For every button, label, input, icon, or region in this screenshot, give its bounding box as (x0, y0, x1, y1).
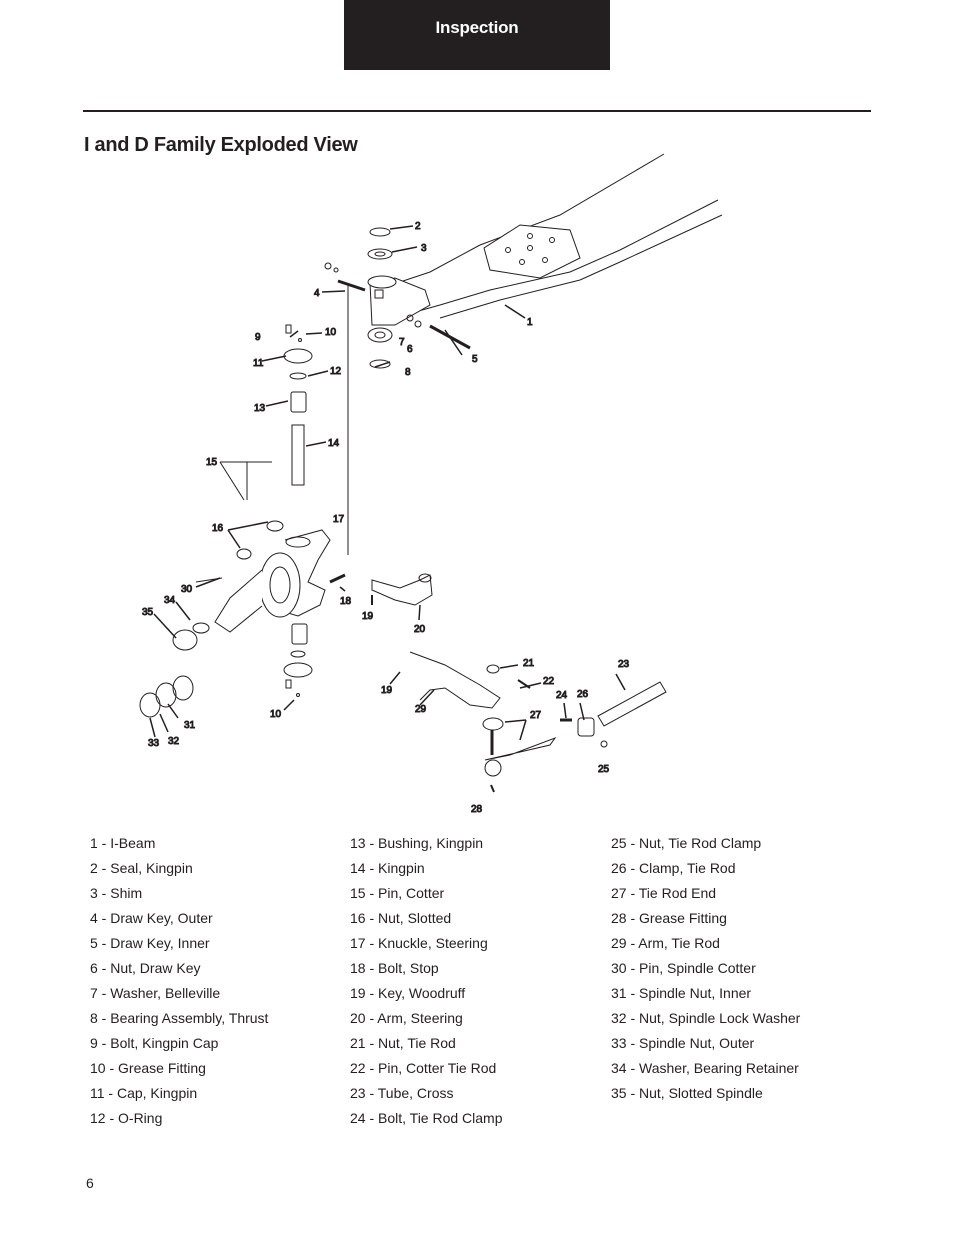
legend-item: 17 - Knuckle, Steering (350, 935, 488, 951)
legend-item: 15 - Pin, Cotter (350, 885, 445, 901)
legend-item: 9 - Bolt, Kingpin Cap (90, 1035, 219, 1051)
callout-3: 3 (421, 243, 427, 254)
legend-item: 35 - Nut, Slotted Spindle (611, 1085, 763, 1101)
callout-31: 31 (184, 720, 196, 731)
legend-item: 5 - Draw Key, Inner (90, 935, 210, 951)
callout-33: 33 (148, 738, 160, 749)
callout-30: 30 (181, 584, 193, 595)
callout-26: 26 (577, 689, 589, 700)
callout-27: 27 (530, 710, 542, 721)
knuckle-drawing (192, 529, 373, 697)
legend-item: 6 - Nut, Draw Key (90, 960, 201, 976)
callout-9: 9 (255, 332, 261, 343)
callout-17: 17 (333, 514, 345, 525)
callout-23: 23 (618, 659, 630, 670)
legend-item: 32 - Nut, Spindle Lock Washer (611, 1010, 801, 1026)
spindle-nuts-drawing (139, 629, 198, 718)
legend-item: 22 - Pin, Cotter Tie Rod (350, 1060, 497, 1076)
legend-item: 24 - Bolt, Tie Rod Clamp (350, 1110, 503, 1126)
callout-6: 6 (407, 344, 413, 355)
i-beam-drawing (347, 153, 723, 555)
callout-21: 21 (523, 658, 535, 669)
callout-18: 18 (340, 596, 352, 607)
page-number: 6 (86, 1175, 94, 1191)
legend-item: 7 - Washer, Belleville (90, 985, 221, 1001)
callout-11: 11 (253, 358, 264, 369)
legend-item: 19 - Key, Woodruff (350, 985, 466, 1001)
legend-item: 16 - Nut, Slotted (350, 910, 452, 926)
legend-item: 27 - Tie Rod End (611, 885, 717, 901)
callout-labels: 1 2 3 4 5 6 7 8 9 10 10 11 12 13 14 15 1… (142, 221, 631, 816)
legend-item: 20 - Arm, Steering (350, 1010, 463, 1026)
callout-7: 7 (399, 337, 405, 348)
callout-22: 22 (543, 676, 555, 687)
steering-arm-drawing (371, 573, 433, 606)
parts-legend-column-2: 13 - Bushing, Kingpin 14 - Kingpin 15 - … (350, 831, 503, 1131)
legend-item: 2 - Seal, Kingpin (90, 860, 193, 876)
callout-29: 29 (415, 704, 427, 715)
callout-25: 25 (598, 764, 610, 775)
legend-item: 18 - Bolt, Stop (350, 960, 439, 976)
legend-item: 13 - Bushing, Kingpin (350, 835, 484, 851)
callout-2: 2 (415, 221, 421, 232)
callout-20: 20 (414, 624, 426, 635)
callout-1: 1 (527, 317, 533, 328)
callout-13: 13 (254, 403, 266, 414)
callout-10-upper: 10 (325, 327, 337, 338)
callout-4: 4 (314, 288, 320, 299)
callout-10-lower: 10 (270, 709, 282, 720)
legend-item: 34 - Washer, Bearing Retainer (611, 1060, 799, 1076)
callout-8: 8 (405, 367, 411, 378)
upper-parts-drawing (219, 227, 471, 560)
legend-item: 8 - Bearing Assembly, Thrust (90, 1010, 269, 1026)
callout-16: 16 (212, 523, 224, 534)
leader-lines (149, 225, 626, 741)
legend-item: 3 - Shim (90, 885, 143, 901)
parts-legend-column-3: 25 - Nut, Tie Rod Clamp 26 - Clamp, Tie … (611, 831, 800, 1106)
callout-19-upper: 19 (362, 611, 374, 622)
legend-item: 25 - Nut, Tie Rod Clamp (611, 835, 762, 851)
callout-35: 35 (142, 607, 154, 618)
legend-item: 23 - Tube, Cross (350, 1085, 454, 1101)
callout-24: 24 (556, 690, 568, 701)
callout-28: 28 (471, 804, 483, 815)
callout-5: 5 (472, 354, 478, 365)
legend-item: 33 - Spindle Nut, Outer (611, 1035, 755, 1051)
legend-item: 10 - Grease Fitting (90, 1060, 206, 1076)
header-rule (83, 110, 871, 112)
section-tab: Inspection (344, 0, 610, 70)
callout-32: 32 (168, 736, 180, 747)
legend-item: 29 - Arm, Tie Rod (611, 935, 720, 951)
tie-rod-drawing (409, 651, 667, 793)
page-title: I and D Family Exploded View (84, 134, 358, 156)
legend-item: 12 - O-Ring (90, 1110, 163, 1126)
callout-12: 12 (330, 366, 342, 377)
legend-item: 1 - I-Beam (90, 835, 156, 851)
exploded-view-diagram: 1 2 3 4 5 6 7 8 9 10 10 11 12 13 14 15 1… (0, 140, 954, 830)
legend-item: 26 - Clamp, Tie Rod (611, 860, 736, 876)
legend-item: 4 - Draw Key, Outer (90, 910, 213, 926)
callout-14: 14 (328, 438, 340, 449)
legend-item: 11 - Cap, Kingpin (90, 1085, 198, 1101)
legend-item: 14 - Kingpin (350, 860, 425, 876)
legend-item: 30 - Pin, Spindle Cotter (611, 960, 756, 976)
callout-15: 15 (206, 457, 218, 468)
legend-item: 28 - Grease Fitting (611, 910, 727, 926)
legend-item: 21 - Nut, Tie Rod (350, 1035, 456, 1051)
callout-19-lower: 19 (381, 685, 393, 696)
section-tab-label: Inspection (435, 18, 519, 37)
callout-34: 34 (164, 595, 176, 606)
parts-legend-column-1: 1 - I-Beam 2 - Seal, Kingpin 3 - Shim 4 … (90, 831, 268, 1131)
legend-item: 31 - Spindle Nut, Inner (611, 985, 752, 1001)
